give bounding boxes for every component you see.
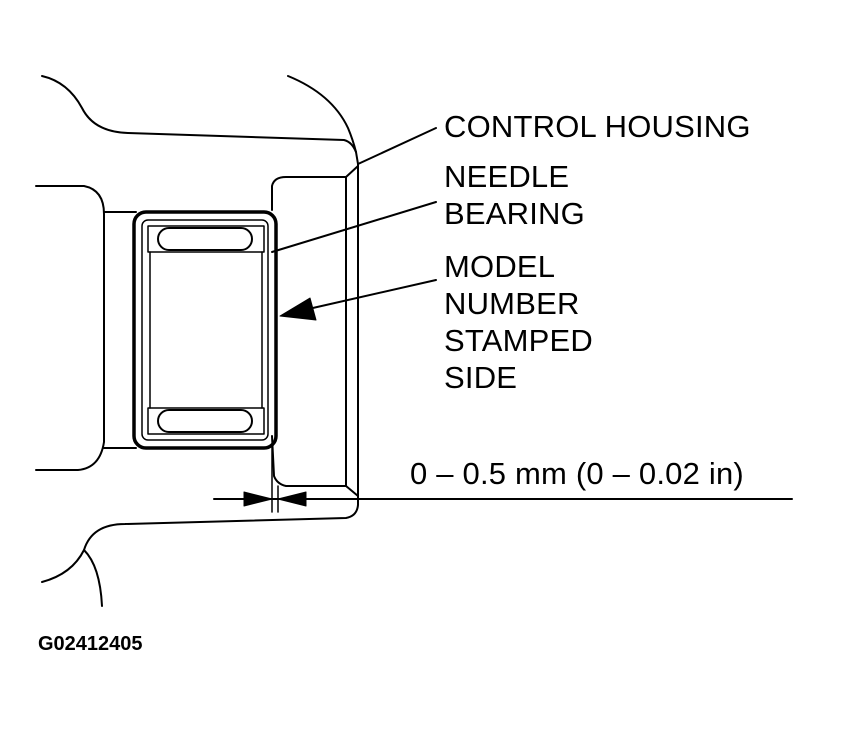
label-needle-line-2: BEARING: [444, 196, 585, 231]
housing-bore: [35, 185, 105, 471]
leader-control-housing: [357, 127, 437, 165]
housing-upper-flourish: [287, 75, 357, 153]
housing-top-contour: [41, 75, 359, 165]
label-model-line-1: MODEL: [444, 249, 556, 284]
housing-inner-face: [271, 176, 347, 487]
dim-arrow-left: [243, 491, 273, 507]
figure-id: G02412405: [38, 633, 143, 655]
label-model-line-3: STAMPED: [444, 323, 593, 358]
label-needle-line-1: NEEDLE: [444, 159, 570, 194]
needle-roller-bottom: [157, 409, 253, 433]
leader-needle-bearing: [271, 201, 437, 253]
label-control-housing: CONTROL HOUSING: [444, 109, 751, 144]
leader-model-number: [303, 279, 437, 311]
needle-bearing-shell: [132, 210, 278, 450]
inner-face-corner-bottom: [345, 485, 359, 497]
dim-arrow-right: [277, 491, 307, 507]
arrow-head-model-number: [279, 297, 317, 321]
housing-lower-flourish: [83, 549, 103, 607]
label-model-line-4: SIDE: [444, 360, 518, 395]
housing-wall-edge: [41, 163, 359, 583]
bearing-cage-top: [147, 225, 265, 253]
label-dimension: 0 – 0.5 mm (0 – 0.02 in): [410, 456, 744, 491]
needle-bearing-inner-shell: [141, 219, 269, 441]
needle-roller-top: [157, 227, 253, 251]
inner-face-corner-top: [345, 165, 359, 178]
bearing-cage-bottom: [147, 407, 265, 435]
label-model-line-2: NUMBER: [444, 286, 580, 321]
